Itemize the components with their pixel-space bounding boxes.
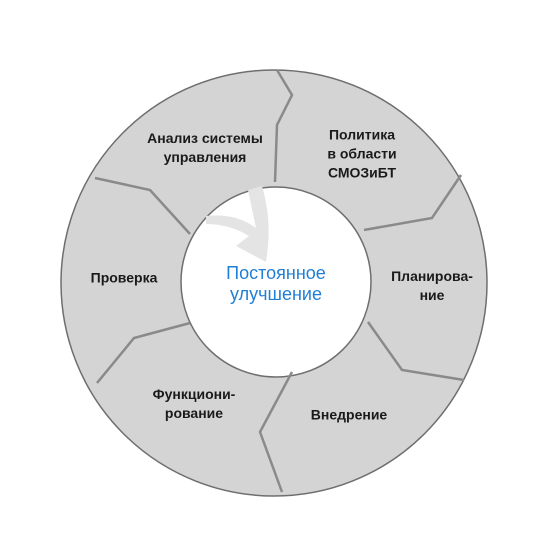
cycle-arrow-icon [206,186,269,262]
segment-label-check: Проверка [90,269,158,286]
divider-functioning-check [96,321,191,384]
segment-label-functioning: Функциони- рование [152,386,236,421]
divider-planning-implementation [366,321,465,382]
segment-label-implementation: Внедрение [310,406,388,423]
segment-label-policy: Политика в области СМОЗиБТ [327,126,397,181]
segment-label-planning: Планирова- ние [391,268,473,303]
divider-analysis-policy [273,69,294,183]
segment-label-analysis: Анализ системы управления [147,130,263,165]
divider-policy-planning [363,174,463,232]
divider-check-analysis [94,176,191,235]
center-title: Постоянное улучшение [226,263,326,304]
divider-implementation-functioning [258,371,294,493]
ring-background [60,69,488,497]
